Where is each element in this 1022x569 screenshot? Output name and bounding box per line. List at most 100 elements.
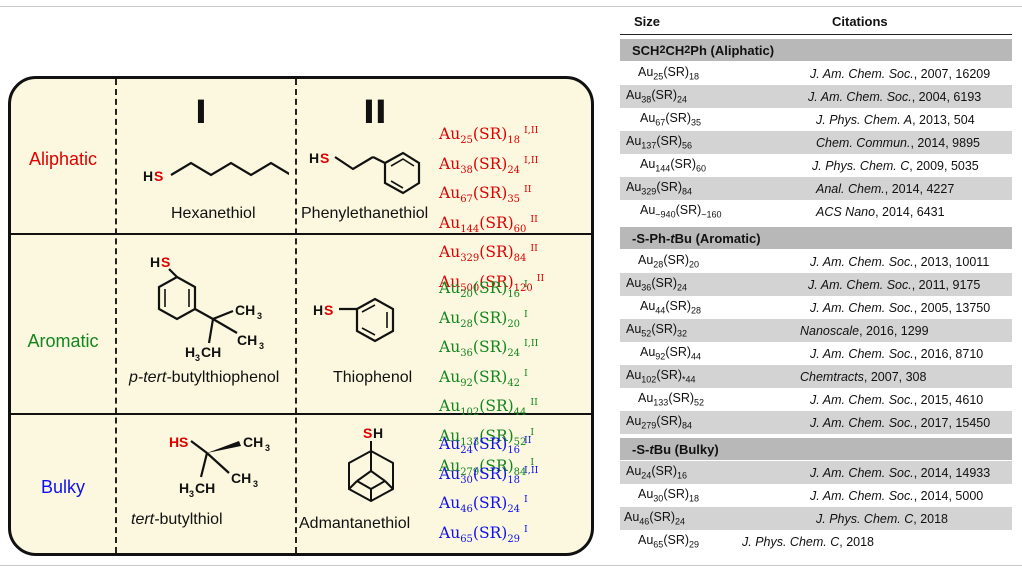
admantanethiol-structure: S H [348,425,394,503]
atom-h: H [313,302,323,318]
citation-detail: , 2016, 1299 [859,323,929,338]
size-cell: Au92(SR)44 [640,345,702,362]
atom-s: S [320,150,329,166]
ligand-class-mark: II [524,435,532,446]
au-count: 92 [655,351,666,362]
citation-cell: ACS Nano, 2014, 6431 [816,205,945,219]
cluster-formula: Au24(SR)16II [439,435,532,457]
tert-butylthiol-structure: H S CH 3 H 3 CH CH 3 [169,434,270,499]
ligand-class-mark: I [524,494,528,506]
au-count: 144 [460,223,480,235]
ligand-class-mark: I [524,308,528,320]
citation-cell: Chemtracts, 2007, 308 [800,370,926,384]
table-row: Au92(SR)44 J. Am. Chem. Soc., 2016, 8710 [620,342,1012,365]
methyl-subscript: 3 [189,489,194,499]
atom-s: S [161,254,170,270]
citation-detail: , 2015, 4610 [913,392,984,407]
au-count: 46 [639,516,650,527]
atom-s: S [154,168,163,184]
column-divider-2 [295,79,297,553]
molecule-name-ptert-butylthiophenol: p-tert-butylthiophenol [129,369,279,387]
au-count: 30 [653,493,664,504]
ligand-count: 52 [694,397,705,408]
size-cell: Au329(SR)84 [626,180,693,197]
citation-cell: Anal. Chem., 2014, 4227 [816,182,954,196]
journal-name: J. Am. Chem. Soc. [810,488,914,503]
au-count: ~940 [655,209,676,220]
au-count: 137 [641,140,657,151]
atom-h: H [150,254,160,270]
au-count: 67 [655,117,666,128]
methyl-group: CH [243,434,263,450]
atom-s: S [324,302,333,318]
molecule-name-thiophenol: Thiophenol [333,369,413,386]
cluster-formula: Au38(SR)24I,II [439,154,539,176]
journal-name: J. Am. Chem. Soc. [810,465,914,480]
ligand-class-mark: I,II [524,125,539,136]
journal-name: J. Am. Chem. Soc. [810,254,914,269]
au-count: 36 [641,282,652,293]
ligand-class-mark: II [530,397,538,409]
atom-h: H [143,168,153,184]
citation-detail: , 2017, 15450 [913,415,991,430]
au-count: 279 [460,466,480,478]
thiophenol-structure: H S [313,297,395,343]
au-count: 133 [653,397,669,408]
size-cell: Au38(SR)24 [626,88,688,105]
ligand-count: 60 [696,163,707,174]
au-count: 133 [460,437,480,449]
ligand-count: 18 [507,135,521,147]
atom-h: H [169,434,179,450]
size-cell: Au24(SR)16 [626,464,688,481]
au-count: 102 [641,374,657,385]
journal-name: Nanoscale [800,323,860,338]
ligand-count: 24 [507,164,521,176]
citation-cell: J. Am. Chem. Soc., 2005, 13750 [810,301,990,315]
ligand-count: 18 [507,474,521,486]
citation-cell: Chem. Commun., 2014, 9895 [816,136,980,150]
journal-name: J. Am. Chem. Soc. [808,89,912,104]
ligand-count: 32 [677,328,688,339]
citation-detail: , 2016, 8710 [913,346,984,361]
journal-name: J. Am. Chem. Soc. [810,415,914,430]
ligand-count: 16 [507,289,521,301]
cluster-formula: Au279(SR)84I [439,456,535,478]
molecule-name-phenylethanethiol: Phenylethanethiol [301,205,429,222]
methyl-group: CH [195,480,215,496]
cluster-formula: Au144(SR)60II [439,213,538,235]
cluster-formula: Au20(SR)16I [439,279,528,301]
ligand-class-mark: I,II [524,154,539,166]
au-count: 329 [460,253,480,265]
ligand-class-mark: II [530,243,538,255]
size-cell: Au102(SR)*44 [626,368,696,385]
size-cell: Au28(SR)20 [638,253,700,270]
row-label-aliphatic: Aliphatic [28,149,98,169]
journal-name: J. Phys. Chem. C [742,534,840,549]
ligand-count: 24 [507,504,521,516]
cluster-formula: Au28(SR)20I [439,308,528,330]
au-count: 144 [655,163,671,174]
ligand-count: 29 [689,539,700,550]
au-count: 67 [460,194,473,206]
au-count: 38 [641,94,652,105]
au-count: 102 [460,407,480,419]
au-count: 329 [641,186,657,197]
ligand-class-mark: I,II [524,338,539,350]
journal-name: J. Am. Chem. Soc. [810,346,914,361]
journal-name: J. Am. Chem. Soc. [810,66,914,81]
ligand-count: 84 [513,466,527,478]
methyl-group: CH [231,470,251,486]
citation-cell: J. Phys. Chem. C, 2018 [742,535,874,549]
ligand-class-mark: I [530,456,535,468]
citation-cell: J. Am. Chem. Soc., 2014, 5000 [810,489,983,503]
